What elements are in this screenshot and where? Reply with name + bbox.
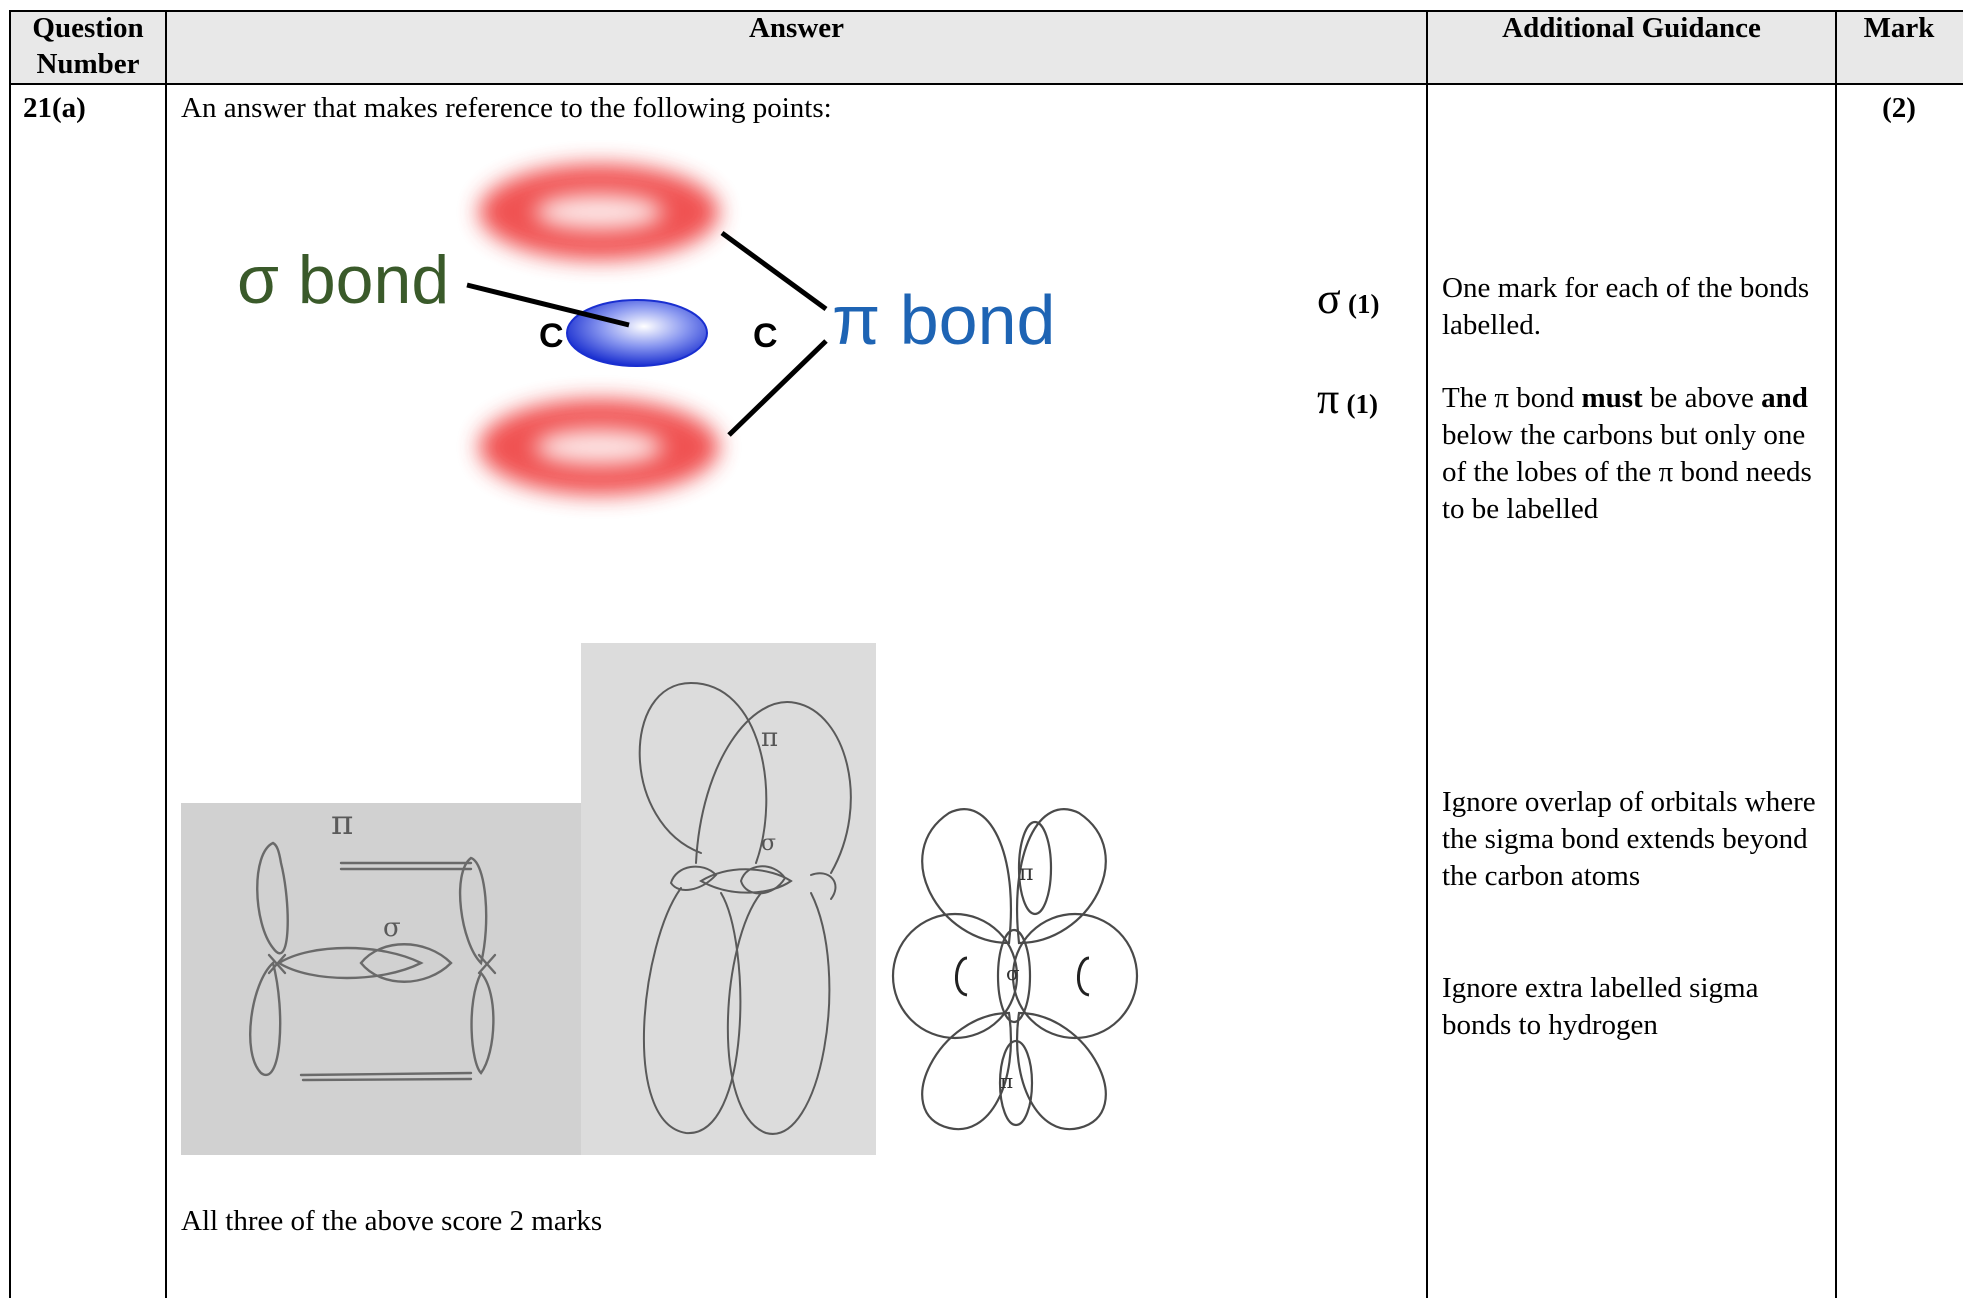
guidance-text: be above (1642, 382, 1762, 414)
divider (9, 10, 11, 1298)
answer-intro: An answer that makes reference to the fo… (181, 92, 832, 124)
pi-bond-label: π bond (832, 281, 1055, 359)
divider (165, 10, 167, 1298)
divider (9, 83, 1963, 85)
guidance-pi-bond-position: The π bond must be above and below the c… (1442, 380, 1827, 528)
sigma-lobe (566, 299, 708, 367)
sketch-photo-2: π σ (581, 643, 876, 1155)
divider (9, 10, 1963, 12)
header-answer: Answer (748, 12, 845, 44)
guidance-text: below the carbons but only one of the lo… (1442, 419, 1812, 525)
carbon-label-right: C (753, 317, 778, 355)
mark-point-pi: π (1) (1317, 377, 1378, 423)
header-additional-guidance: Additional Guidance (1502, 12, 1761, 44)
pi-pointer-line-bottom (727, 339, 828, 437)
sketch-pi-label: π (331, 803, 354, 843)
header-question-number: Question Number (32, 12, 144, 80)
sigma-pointer-line (466, 282, 630, 328)
pi-pointer-line-top (720, 230, 828, 312)
sketch-sigma-label: σ (383, 913, 401, 943)
header-mark: Mark (1863, 12, 1935, 44)
guidance-text: The π bond (1442, 382, 1582, 414)
sketch-pi-label: π (1019, 861, 1034, 886)
divider (1835, 10, 1837, 1298)
sketch-pi-label: π (1000, 1069, 1014, 1093)
pi-lobe-top (479, 164, 719, 260)
guidance-emphasis-and: and (1761, 382, 1808, 414)
total-mark: (2) (1882, 92, 1916, 124)
divider (1426, 10, 1428, 1298)
guidance-ignore-overlap: Ignore overlap of orbitals where the sig… (1442, 786, 1816, 892)
guidance-one-mark-each: One mark for each of the bonds labelled. (1442, 272, 1810, 341)
carbon-marks (955, 956, 1090, 997)
guidance-ignore-extra-sigma: Ignore extra labelled sigma bonds to hyd… (1442, 972, 1759, 1041)
pi-mark: (1) (1346, 389, 1378, 419)
sigma-bond-label: σ bond (237, 242, 449, 318)
pi-bond-orbital-diagram: C C σ bond π bond (237, 164, 1055, 495)
pi-symbol: π (1317, 374, 1340, 423)
carbon-label-left: C (539, 317, 564, 355)
sigma-symbol: σ (1317, 274, 1341, 323)
sketch-drawing-3: π σ π (879, 793, 1149, 1143)
sketch-sigma-label: σ (1006, 961, 1020, 985)
answer-conclusion: All three of the above score 2 marks (181, 1205, 603, 1237)
header-row (9, 10, 1963, 83)
sigma-mark: (1) (1347, 289, 1380, 319)
mark-scheme-table: Question Number Answer Additional Guidan… (9, 10, 1963, 1298)
sketch-photo-1: π σ (181, 803, 583, 1155)
sketch-sigma-label: σ (761, 831, 777, 856)
pi-lobe-bottom (479, 399, 719, 495)
guidance-emphasis-must: must (1581, 382, 1643, 414)
sketch-pi-label: π (761, 723, 779, 753)
question-number: 21(a) (23, 92, 86, 124)
mark-point-sigma: σ (1) (1317, 277, 1380, 323)
